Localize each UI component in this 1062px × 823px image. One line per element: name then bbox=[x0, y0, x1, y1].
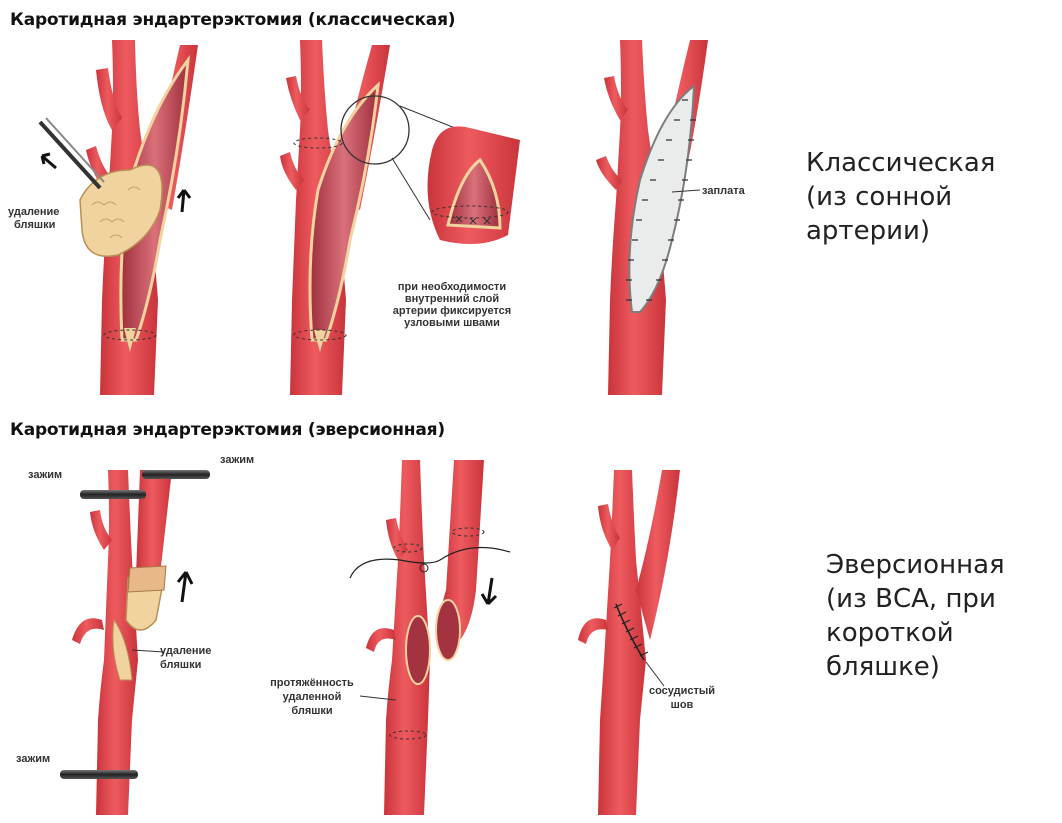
clamp bbox=[80, 490, 146, 499]
arrow-up-left-icon bbox=[42, 154, 56, 168]
classic-figure-1: удаление бляшки bbox=[8, 40, 198, 395]
branch-artery bbox=[366, 628, 396, 652]
branch-artery bbox=[72, 618, 104, 644]
branch-artery bbox=[578, 618, 608, 644]
fixation-note-label: при необходимости bbox=[398, 281, 506, 293]
plaque-removal-label: удаление bbox=[160, 645, 211, 657]
clamp bbox=[142, 470, 210, 479]
clamp-label: зажим bbox=[16, 753, 50, 765]
plaque-removal-label: удаление bbox=[8, 206, 59, 218]
everted-cuff bbox=[128, 566, 166, 592]
fixation-note-label: артерии фиксируется bbox=[393, 305, 511, 317]
suture-thread bbox=[350, 548, 510, 579]
classic-figure-2: при необходимости внутренний слой артери… bbox=[280, 40, 520, 395]
plaque-removal-label: бляшки bbox=[14, 219, 55, 231]
arteriotomy-opening bbox=[436, 600, 460, 660]
patch-label: заплата bbox=[702, 185, 746, 197]
zoom-connector bbox=[392, 158, 430, 220]
branch-artery bbox=[90, 510, 112, 550]
classic-figure-3: заплата bbox=[596, 40, 746, 395]
fixation-note-label: узловыми швами bbox=[404, 317, 500, 329]
clamp bbox=[60, 770, 138, 779]
arrow-up-icon bbox=[178, 572, 192, 602]
arrow-up-icon bbox=[178, 190, 190, 212]
plaque-extent-label: удаленной bbox=[283, 691, 342, 703]
plaque-removal-label: бляшки bbox=[160, 659, 201, 671]
internal-carotid-artery bbox=[636, 470, 680, 640]
fixation-note-label: внутренний слой bbox=[405, 293, 499, 305]
clamp-label: зажим bbox=[28, 469, 62, 481]
suture-leader bbox=[646, 662, 664, 686]
plaque-extent-label: бляшки bbox=[291, 705, 332, 717]
clamp-label: зажим bbox=[220, 454, 254, 466]
eversion-figure-3: сосудистый шов bbox=[578, 470, 715, 815]
vascular-suture-label: шов bbox=[671, 699, 694, 711]
arrow-down-icon bbox=[482, 578, 496, 604]
internal-carotid-artery bbox=[136, 470, 172, 575]
plaque-extent-label: протяжённость bbox=[270, 677, 354, 689]
eversion-figure-1: зажим зажим зажим удаление бляшки bbox=[16, 454, 254, 815]
eversion-figure-2: протяжённость удаленной бляшки bbox=[270, 460, 510, 815]
arteriotomy-opening bbox=[406, 616, 430, 684]
vascular-suture-label: сосудистый bbox=[649, 685, 715, 697]
